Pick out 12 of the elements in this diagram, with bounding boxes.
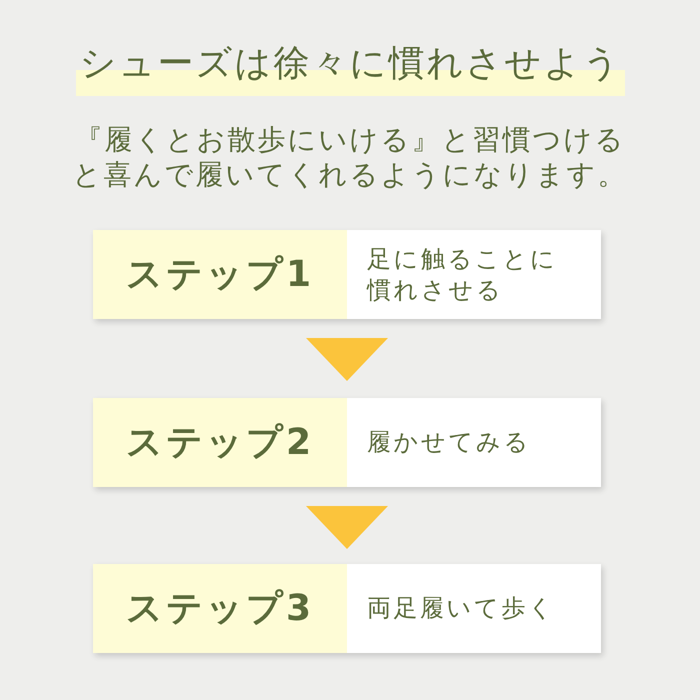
step-label: ステップ1 (93, 230, 347, 319)
step-box (93, 398, 601, 487)
step-label: ステップ2 (93, 398, 347, 487)
step-label: ステップ3 (93, 564, 347, 653)
step-description: 両足履いて歩く (367, 593, 556, 624)
step-description: 履かせてみる (367, 427, 531, 458)
step-box (93, 564, 601, 653)
arrow (306, 506, 388, 549)
title: シューズは徐々に慣れさせよう (76, 44, 625, 96)
step-box (93, 230, 601, 319)
step-description: 足に触ることに慣れさせる (367, 244, 558, 306)
intro-text: 『履くとお散歩にいける』と習慣つけると喜んで履いてくれるようになります。 (72, 122, 628, 192)
